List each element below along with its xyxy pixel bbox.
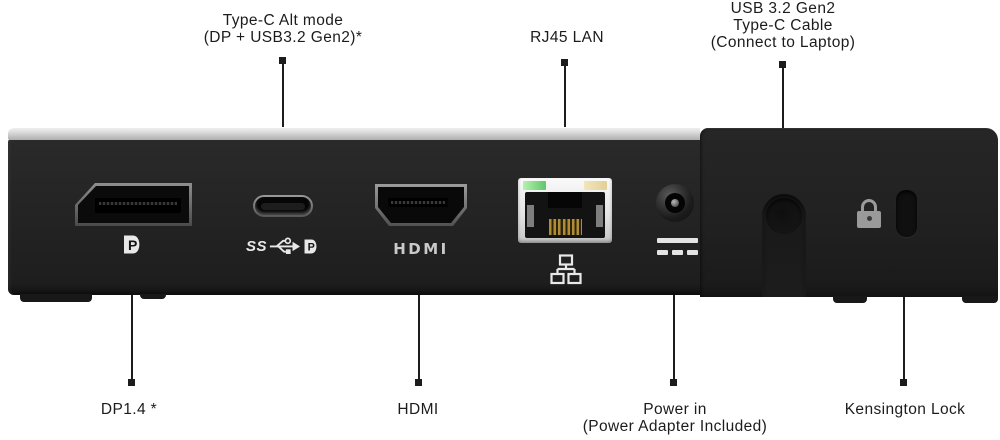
- callout-label-dp14: DP1.4 *: [59, 401, 199, 418]
- callout-label-line: DP1.4 *: [100, 401, 158, 418]
- callout-cap: [128, 379, 135, 386]
- dc-power-jack-pin: [671, 199, 679, 207]
- callout-label-usb-cable: USB 3.2 Gen2 Type-C Cable (Connect to La…: [658, 0, 908, 51]
- usb-c-cable-connector-recess: [766, 198, 802, 234]
- ethernet-network-icon: [550, 254, 582, 285]
- dock-foot: [140, 294, 166, 299]
- usb-c-port-tongue: [261, 203, 305, 210]
- dock-right-end-cap: [700, 128, 998, 297]
- callout-label-line: Type-C Cable: [733, 17, 833, 34]
- dc-power-icon: [657, 238, 698, 255]
- dc-power-jack: [656, 184, 694, 222]
- displayport-logo-icon: P: [124, 235, 140, 254]
- callout-line-kensington: [903, 262, 905, 382]
- rj45-led-green: [523, 181, 546, 190]
- callout-label-typec-alt-mode: Type-C Alt mode (DP + USB3.2 Gen2)*: [158, 12, 408, 46]
- displayport-slot: [95, 198, 181, 213]
- callout-line-power: [673, 264, 675, 382]
- rj45-jack: [525, 192, 605, 238]
- callout-label-power-in: Power in (Power Adapter Included): [555, 401, 795, 435]
- usb-c-port: [253, 195, 313, 217]
- callout-label-line: RJ45 LAN: [530, 29, 604, 46]
- callout-line-typec-alt: [282, 60, 284, 170]
- callout-label-rj45-lan: RJ45 LAN: [487, 29, 647, 46]
- displayport-pins: [99, 202, 177, 205]
- hdmi-logo: HDMI: [393, 240, 449, 258]
- dc-dash: [657, 250, 668, 255]
- dc-solid-bar: [657, 238, 698, 243]
- usb-c-cable-groove: [762, 194, 806, 297]
- callout-label-hdmi: HDMI: [348, 401, 488, 418]
- callout-label-line: (Connect to Laptop): [710, 34, 856, 51]
- rj45-port: [518, 178, 612, 243]
- callout-cap: [900, 379, 907, 386]
- callout-line-rj45: [564, 62, 566, 176]
- padlock-shackle: [861, 199, 877, 215]
- callout-cap: [415, 379, 422, 386]
- rj45-gold-pins: [549, 219, 582, 235]
- displayport-logo-icon: P: [304, 239, 317, 253]
- callout-line-usb-cable: [782, 64, 784, 168]
- usb-trident-icon: [269, 237, 301, 254]
- callout-label-line: HDMI: [397, 401, 439, 418]
- kensington-lock-slot: [896, 190, 917, 237]
- hdmi-pins: [391, 201, 445, 204]
- dock-top-edge: [8, 127, 700, 140]
- callout-label-line: Kensington Lock: [844, 401, 966, 418]
- callout-label-line: USB 3.2 Gen2: [730, 0, 836, 17]
- callout-line-hdmi: [418, 262, 420, 382]
- rj45-led-amber: [584, 181, 607, 190]
- callout-label-line: (Power Adapter Included): [582, 418, 768, 435]
- padlock-icon: [857, 199, 883, 229]
- dock-foot: [833, 296, 867, 303]
- callout-cap: [670, 379, 677, 386]
- usb-c-port-markings: SS P: [246, 236, 320, 256]
- callout-label-line: (DP + USB3.2 Gen2)*: [203, 29, 363, 46]
- rj45-clip-slot: [548, 192, 582, 208]
- rj45-side-contact: [527, 205, 534, 227]
- callout-label-line: Power in: [643, 401, 707, 418]
- displayport-port: [75, 183, 192, 226]
- padlock-keyhole: [867, 216, 872, 221]
- callout-label-kensington: Kensington Lock: [835, 401, 975, 418]
- callout-line-dp14: [131, 258, 133, 382]
- callout-label-line: Type-C Alt mode: [222, 12, 344, 29]
- hdmi-port: [375, 184, 467, 226]
- displayport-logo-letter: P: [128, 237, 137, 253]
- dock-foot: [962, 296, 998, 303]
- displayport-logo-letter: P: [308, 241, 315, 253]
- rj45-side-contact: [596, 205, 603, 227]
- dc-dash: [687, 250, 698, 255]
- dock-foot: [20, 294, 92, 302]
- dc-dash: [672, 250, 683, 255]
- usb-superspeed-label: SS: [246, 237, 268, 255]
